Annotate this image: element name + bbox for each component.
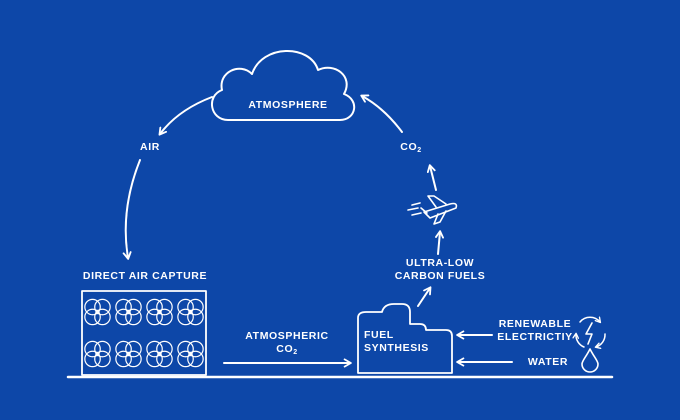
co2-label-main: CO xyxy=(400,141,418,153)
ultra-low-line2: CARBON FUELS xyxy=(394,270,486,282)
co2-label: CO2 xyxy=(386,141,436,157)
fuel-synthesis-label: FUEL SYNTHESIS xyxy=(364,329,434,355)
arrow-atmosphere-to-air xyxy=(158,96,213,136)
airplane-icon xyxy=(407,195,458,225)
cloud-icon xyxy=(211,50,355,121)
renewable-electricity-label: RENEWABLE ELECTRICTIY xyxy=(492,318,578,344)
fan-rosette xyxy=(146,298,173,326)
fan-rosette xyxy=(146,340,173,368)
atmospheric-co2-label: ATMOSPHERIC CO2 xyxy=(232,330,342,359)
fan-rosette xyxy=(177,340,204,368)
arrow-airplane-to-co2 xyxy=(426,164,437,191)
air-label: AIR xyxy=(140,141,160,153)
atmospheric-co2-sub: 2 xyxy=(293,349,298,356)
fan-rosette xyxy=(84,298,111,326)
fan-rosette xyxy=(115,340,142,368)
fan-rosette xyxy=(177,298,204,326)
atmospheric-line2: CO2 xyxy=(232,343,342,359)
ultra-low-carbon-fuels-label: ULTRA-LOW CARBON FUELS xyxy=(380,257,500,283)
fan-array-icon xyxy=(81,290,207,376)
co2-label-sub: 2 xyxy=(417,147,422,154)
water-label: WATER xyxy=(527,356,569,368)
factory-icon xyxy=(357,303,453,374)
arrow-co2-to-atmosphere xyxy=(360,94,403,133)
direct-air-capture-label: DIRECT AIR CAPTURE xyxy=(82,270,208,282)
arrow-synthesis-to-fuels xyxy=(417,286,432,307)
lightning-icon xyxy=(585,322,593,345)
fuel-line2: SYNTHESIS xyxy=(364,342,429,354)
fan-rosette xyxy=(84,340,111,368)
atmospheric-line1: ATMOSPHERIC xyxy=(245,330,329,342)
fan-rosette xyxy=(115,298,142,326)
renewable-cycle-icon xyxy=(572,316,606,350)
renewable-line2: ELECTRICTIY xyxy=(497,331,573,343)
ultra-low-line1: ULTRA-LOW xyxy=(405,257,475,269)
water-drop-icon xyxy=(581,348,599,373)
atmosphere-label: ATMOSPHERE xyxy=(248,99,328,111)
renewable-line1: RENEWABLE xyxy=(498,318,572,330)
arrow-air-to-capture xyxy=(122,159,141,260)
fuel-line1: FUEL xyxy=(364,329,394,341)
arrow-fuels-to-airplane xyxy=(435,230,444,255)
atmospheric-co2-main: CO xyxy=(276,343,294,355)
